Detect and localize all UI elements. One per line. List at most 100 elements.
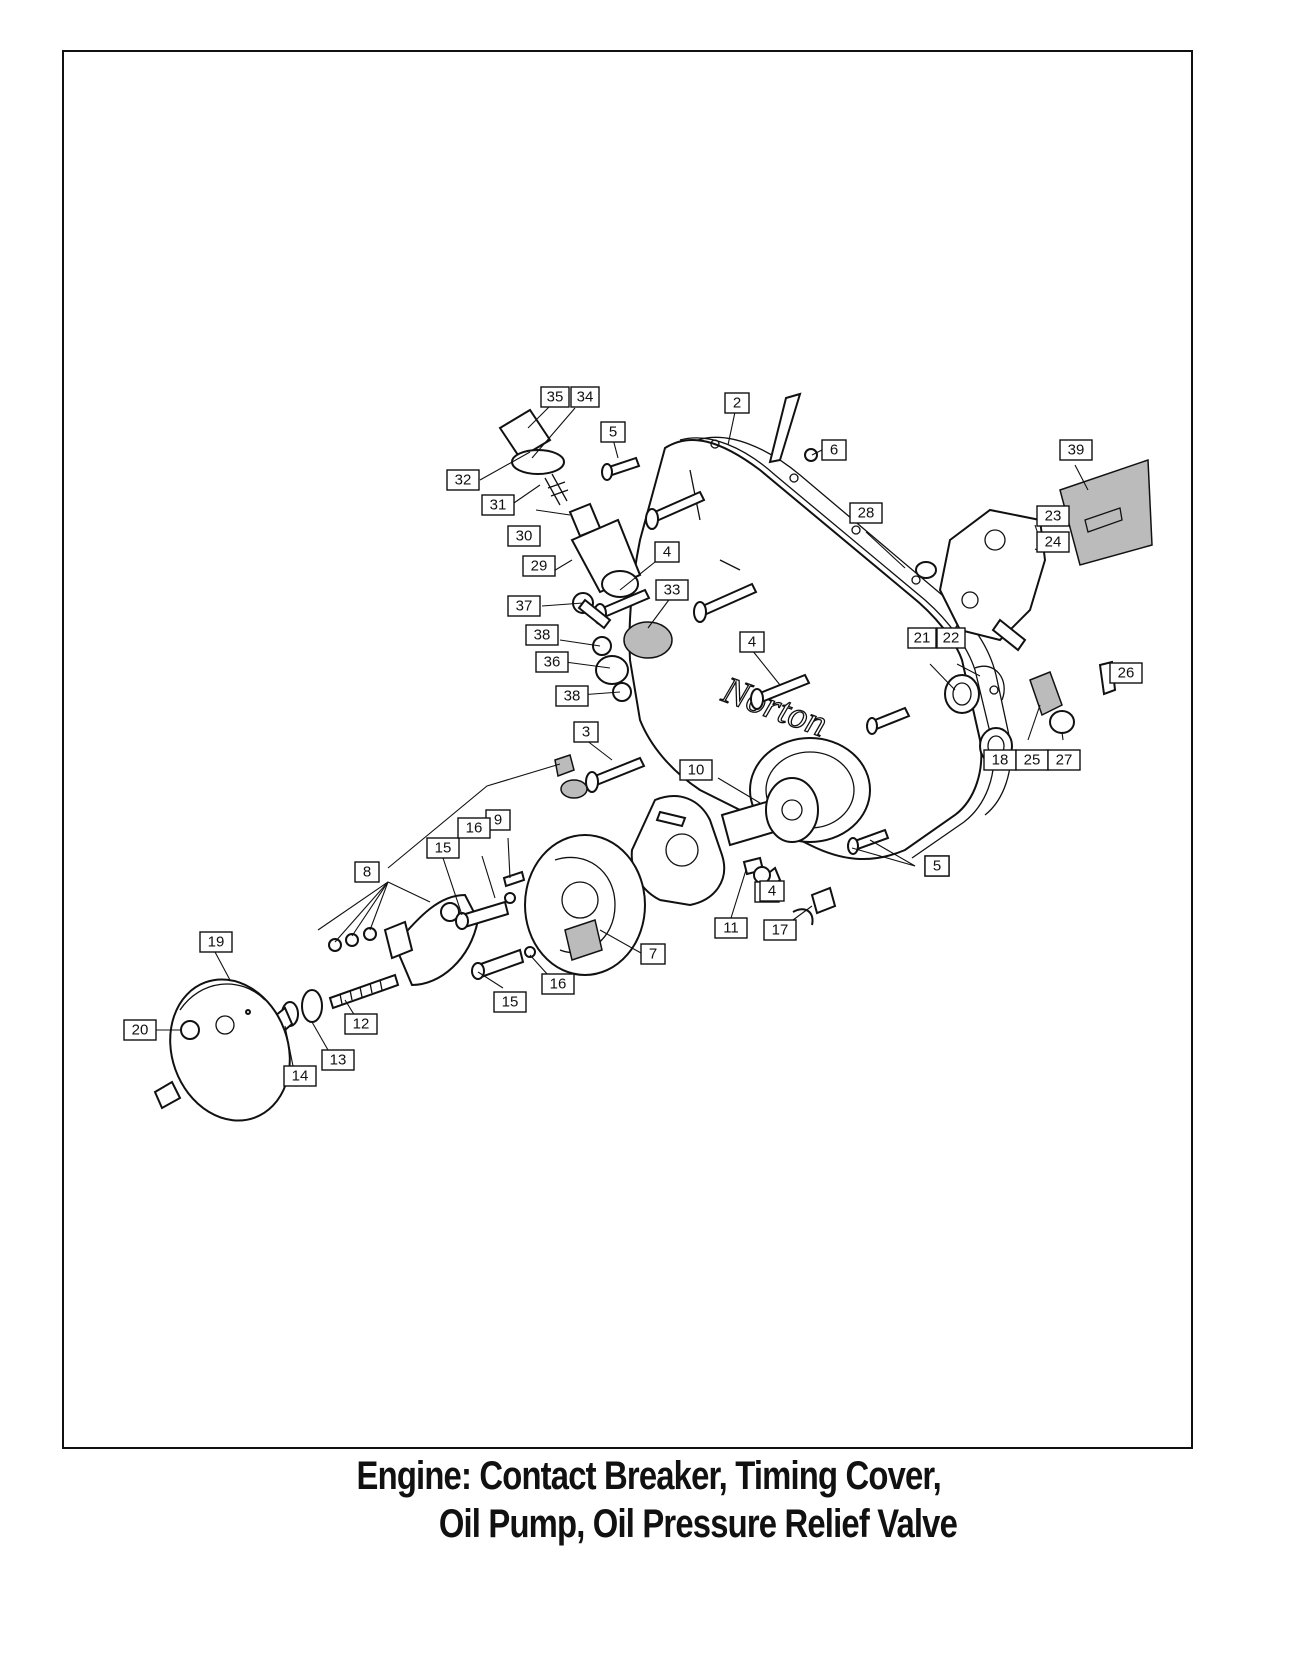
callout-37: 37	[507, 595, 541, 617]
svg-text:32: 32	[455, 472, 472, 489]
contact-breaker	[560, 777, 837, 926]
svg-text:13: 13	[330, 1052, 347, 1069]
svg-text:38: 38	[534, 627, 551, 644]
svg-text:36: 36	[544, 654, 561, 671]
svg-text:26: 26	[1118, 665, 1135, 682]
svg-text:18: 18	[992, 752, 1009, 769]
callout-23: 23	[1036, 505, 1070, 527]
callout-33: 33	[655, 579, 689, 601]
svg-text:3: 3	[582, 724, 590, 741]
auto-advance-shaft	[268, 973, 400, 1038]
svg-text:35: 35	[547, 389, 564, 406]
callout-16: 16	[457, 817, 491, 839]
callout-28: 28	[849, 502, 883, 524]
svg-text:6: 6	[830, 442, 838, 459]
callout-34: 34	[570, 386, 600, 408]
svg-text:10: 10	[688, 762, 705, 779]
callout-17: 17	[763, 919, 797, 941]
callout-8: 8	[354, 861, 380, 883]
callout-15: 15	[426, 837, 460, 859]
svg-text:16: 16	[550, 976, 567, 993]
callout-20: 20	[123, 1019, 157, 1041]
svg-text:4: 4	[748, 634, 756, 651]
callout-26: 26	[1109, 662, 1143, 684]
svg-text:4: 4	[663, 544, 671, 561]
callout-24: 24	[1036, 531, 1070, 553]
callout-7: 7	[640, 943, 666, 965]
tachometer-drive-housing	[915, 458, 1153, 652]
svg-text:19: 19	[208, 934, 225, 951]
callout-36: 36	[535, 651, 569, 673]
svg-text:29: 29	[531, 558, 548, 575]
caption-line-2: Oil Pump, Oil Pressure Relief Valve	[438, 1502, 958, 1546]
callout-15: 15	[493, 991, 527, 1013]
callout-18: 18	[983, 749, 1017, 771]
diagram-frame-right-edge	[1191, 50, 1193, 1447]
svg-text:23: 23	[1045, 508, 1062, 525]
diagram-frame	[62, 50, 1193, 1449]
callout-38: 38	[555, 685, 589, 707]
svg-text:25: 25	[1024, 752, 1041, 769]
callout-39: 39	[1059, 439, 1093, 461]
contact-breaker-cover	[153, 978, 291, 1122]
callout-16: 16	[541, 973, 575, 995]
callout-32: 32	[446, 469, 480, 491]
callout-5: 5	[600, 421, 626, 443]
svg-text:16: 16	[466, 820, 483, 837]
part-callouts: 2 3 4 4 4 4 5 5 5 6 7 8 9 10 11 12 13 14…	[123, 386, 1143, 1087]
svg-text:24: 24	[1045, 534, 1062, 551]
svg-text:27: 27	[1056, 752, 1073, 769]
callout-12: 12	[344, 1013, 378, 1035]
svg-text:9: 9	[494, 812, 502, 829]
timing-cover: Norton	[628, 437, 995, 860]
callout-6: 6	[821, 439, 847, 461]
svg-text:30: 30	[516, 528, 533, 545]
callout-38: 38	[525, 624, 559, 646]
svg-text:5: 5	[933, 858, 941, 875]
svg-text:15: 15	[502, 994, 519, 1011]
oil-pump	[524, 834, 646, 976]
svg-text:33: 33	[664, 582, 681, 599]
svg-text:2: 2	[733, 395, 741, 412]
svg-text:21: 21	[914, 630, 931, 647]
svg-text:17: 17	[772, 922, 789, 939]
svg-text:4: 4	[768, 883, 776, 900]
svg-text:31: 31	[490, 497, 507, 514]
svg-text:38: 38	[564, 688, 581, 705]
svg-text:20: 20	[132, 1022, 149, 1039]
callout-5: 5	[924, 855, 950, 877]
callout-10: 10	[679, 759, 713, 781]
svg-text:37: 37	[516, 598, 533, 615]
caption-line-1: Engine: Contact Breaker, Timing Cover,	[356, 1454, 942, 1498]
oil-pressure-relief-valve	[498, 408, 673, 659]
callout-21: 21	[907, 627, 937, 649]
callout-25: 25	[1015, 749, 1049, 771]
callout-19: 19	[199, 931, 233, 953]
callout-2: 2	[724, 392, 750, 414]
svg-text:8: 8	[363, 864, 371, 881]
figure-caption: Engine: Contact Breaker, Timing Cover, O…	[117, 1452, 1180, 1548]
callout-11: 11	[714, 917, 748, 939]
pump-fasteners	[455, 870, 536, 980]
callout-29: 29	[522, 555, 556, 577]
svg-text:5: 5	[609, 424, 617, 441]
callout-13: 13	[321, 1049, 355, 1071]
callout-4: 4	[739, 631, 765, 653]
callout-22: 22	[936, 627, 966, 649]
svg-text:7: 7	[649, 946, 657, 963]
svg-text:14: 14	[292, 1068, 309, 1085]
callout-4: 4	[759, 880, 785, 902]
svg-text:15: 15	[435, 840, 452, 857]
callout-4: 4	[654, 541, 680, 563]
callout-14: 14	[283, 1065, 317, 1087]
callout-3: 3	[573, 721, 599, 743]
callout-30: 30	[507, 525, 541, 547]
leader-lines	[153, 403, 1118, 1067]
svg-text:39: 39	[1068, 442, 1085, 459]
svg-text:12: 12	[353, 1016, 370, 1033]
callout-35: 35	[540, 386, 570, 408]
svg-text:11: 11	[723, 920, 739, 937]
svg-text:34: 34	[577, 389, 594, 406]
callout-31: 31	[481, 494, 515, 516]
